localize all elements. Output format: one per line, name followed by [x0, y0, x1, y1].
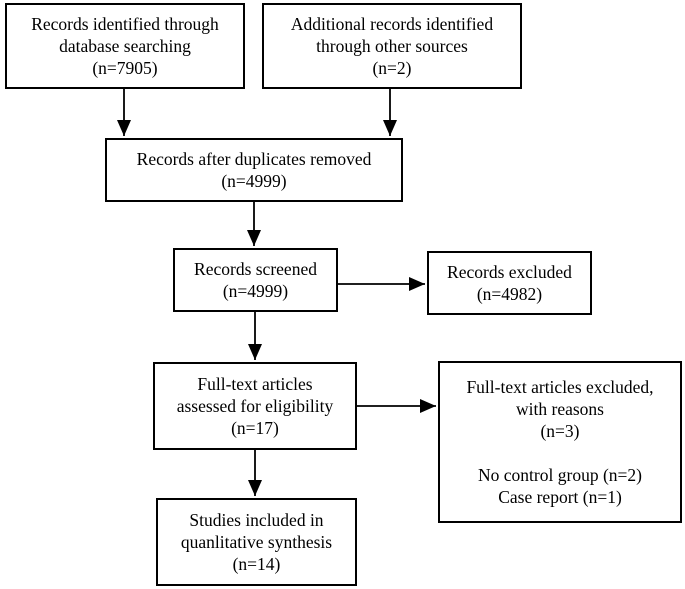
- box-records-identified: Records identified through database sear…: [5, 3, 245, 89]
- box-duplicates-removed-text: Records after duplicates removed (n=4999…: [136, 149, 372, 191]
- box-fulltext-assessed-text: Full-text articles assessed for eligibil…: [176, 374, 334, 438]
- box-records-screened: Records screened (n=4999): [173, 248, 338, 312]
- box-fulltext-assessed: Full-text articles assessed for eligibil…: [153, 362, 357, 450]
- box-additional-records-text: Additional records identified through ot…: [290, 14, 494, 78]
- box-records-screened-text: Records screened (n=4999): [194, 259, 317, 301]
- box-fulltext-excluded-text: Full-text articles excluded, with reason…: [466, 377, 654, 507]
- box-records-excluded-text: Records excluded (n=4982): [447, 262, 572, 304]
- box-additional-records: Additional records identified through ot…: [262, 3, 522, 89]
- box-records-identified-text: Records identified through database sear…: [31, 14, 219, 78]
- box-duplicates-removed: Records after duplicates removed (n=4999…: [105, 138, 403, 202]
- box-fulltext-excluded: Full-text articles excluded, with reason…: [438, 361, 682, 523]
- box-records-excluded: Records excluded (n=4982): [427, 251, 592, 315]
- box-studies-included-text: Studies included in quanlitative synthes…: [180, 510, 333, 574]
- box-studies-included: Studies included in quanlitative synthes…: [156, 498, 357, 586]
